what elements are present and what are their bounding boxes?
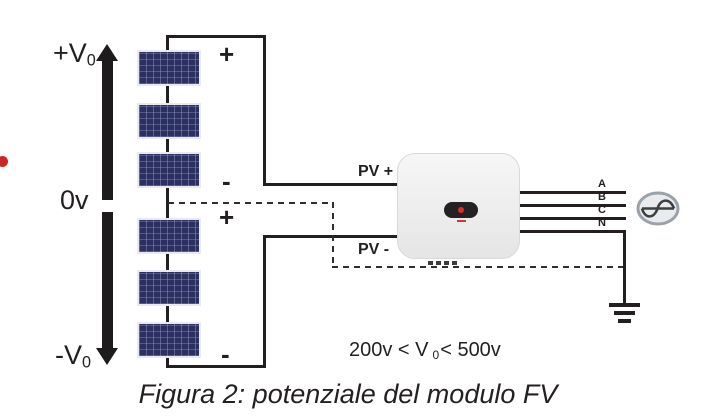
wire-p2-p3 [166, 138, 169, 154]
label-pv-minus: PV - [358, 241, 390, 258]
figure-caption: Figura 2: potenziale del modulo FV [138, 379, 558, 409]
connector-icon [436, 261, 441, 265]
wire-neutral-drop [623, 230, 626, 306]
red-bullet-icon [0, 156, 8, 167]
label-pv-plus: PV + [358, 163, 394, 180]
ac-line-c [517, 217, 626, 220]
ground-icon [609, 303, 640, 307]
wire-pv-plus [263, 183, 403, 186]
ac-line-b [517, 204, 626, 207]
inverter-display [444, 202, 478, 218]
ac-line-a [517, 191, 626, 194]
solar-panel [137, 218, 201, 254]
string-minus-sign: - [222, 166, 231, 196]
axis-arrow-down-icon [96, 348, 118, 365]
solar-panel [137, 152, 201, 188]
connector-icon [428, 261, 433, 265]
dashed-drop [332, 202, 334, 268]
wire-panel1-top [166, 35, 169, 52]
inverter [397, 153, 520, 265]
label-neutral-n: N [598, 217, 606, 229]
connector-icon [444, 261, 449, 265]
label-phase-b: B [598, 191, 606, 203]
wire-p4-p5 [166, 253, 169, 272]
wire-p5-p6 [166, 305, 169, 324]
label-plus-v0: +V0 [53, 38, 96, 70]
axis-arrow-up-icon [96, 44, 118, 61]
label-phase-a: A [598, 178, 606, 190]
wire-bottom-run [166, 365, 266, 368]
ac-source-icon [636, 191, 680, 226]
wire-panel6-bottom [166, 357, 169, 368]
ground-icon [614, 311, 635, 315]
label-phase-c: C [598, 204, 606, 216]
dashed-ground-run [332, 266, 625, 268]
label-minus-v0: -V0 [55, 340, 92, 372]
wire-top-run [166, 35, 266, 38]
solar-panel [137, 322, 201, 358]
ac-line-n [517, 230, 626, 233]
axis-arrow-up-shaft [102, 59, 113, 200]
connector-icon [452, 261, 457, 265]
solar-panel [137, 103, 201, 139]
wire-right-rise-minus [263, 235, 266, 368]
string-plus-sign: + [219, 39, 235, 69]
huawei-logo-icon [458, 207, 464, 213]
string-minus-sign-lower: - [221, 339, 230, 369]
ground-icon [618, 319, 631, 323]
solar-panel [137, 270, 201, 306]
solar-panel [137, 50, 201, 86]
status-led-icon [457, 220, 466, 222]
wire-right-drop-plus [263, 35, 266, 186]
string-plus-sign-lower: + [219, 202, 235, 232]
dashed-midpoint-run [168, 202, 334, 204]
axis-arrow-down-shaft [102, 212, 113, 348]
label-zero-v: 0v [60, 185, 89, 215]
wire-p1-p2 [166, 86, 169, 105]
wire-p3-p4-midpoint [166, 188, 169, 220]
